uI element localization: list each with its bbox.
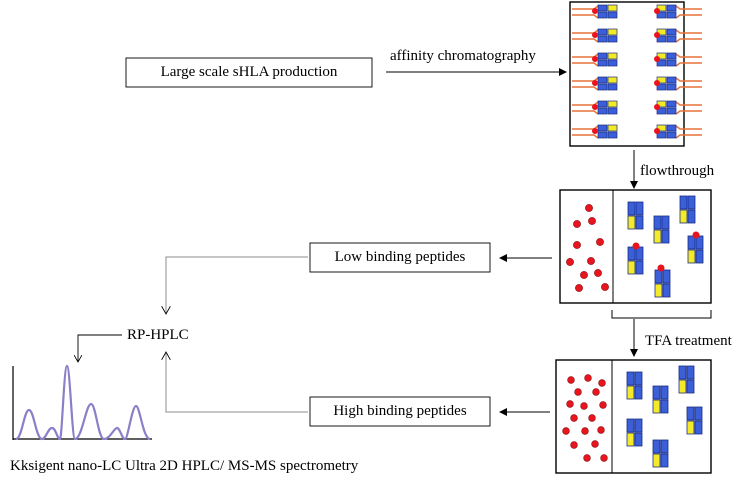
tfa-bracket — [611, 310, 712, 319]
low-binding-box — [309, 242, 491, 273]
separation-panel-top — [559, 189, 712, 304]
chromatogram — [12, 364, 152, 441]
connector-low-to-rphplc — [166, 256, 308, 314]
connector-rphplc-to-ms — [78, 334, 122, 362]
affinity-column — [569, 1, 703, 147]
high-binding-box — [309, 396, 491, 427]
large-scale-box — [125, 57, 373, 88]
connector-high-to-rphplc — [166, 352, 308, 413]
separation-panel-bottom — [555, 359, 712, 474]
